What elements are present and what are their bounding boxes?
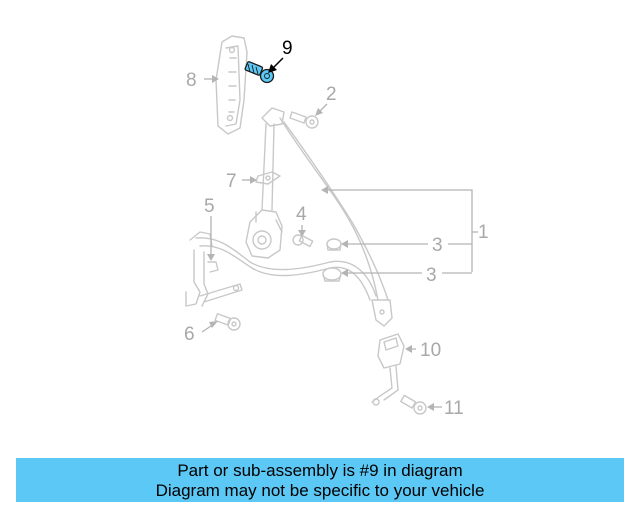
callout-3-lower: 3	[341, 265, 472, 286]
callout-4: 4	[296, 204, 307, 237]
callout-9[interactable]: 9	[268, 38, 293, 73]
callout-11: 11	[427, 398, 464, 419]
part-5-lower-anchor	[185, 231, 243, 307]
callout-3-upper-label: 3	[432, 235, 443, 256]
callout-6: 6	[184, 321, 218, 345]
part-2-bolt	[289, 111, 319, 129]
callout-2-label: 2	[326, 84, 337, 105]
callout-7-label: 7	[226, 171, 237, 192]
callout-8: 8	[186, 70, 219, 91]
part-8-height-adjuster	[215, 35, 248, 135]
callout-1: 1	[321, 186, 489, 272]
part-9-bolt	[244, 61, 275, 84]
callout-5: 5	[204, 196, 215, 261]
part-info-banner: Part or sub-assembly is #9 in diagram Di…	[16, 458, 624, 502]
callout-11-label: 11	[444, 398, 464, 419]
callout-2: 2	[315, 84, 337, 116]
callout-10-label: 10	[420, 340, 441, 361]
callout-8-label: 8	[186, 70, 197, 91]
part-3-cover-upper	[326, 238, 342, 251]
callout-6-label: 6	[184, 324, 195, 345]
part-11-bolt	[400, 394, 427, 415]
callout-5-label: 5	[204, 196, 215, 217]
part-1-seat-belt-assembly	[195, 107, 393, 327]
part-10-buckle	[371, 333, 405, 406]
callout-3-upper: 3	[341, 235, 472, 256]
banner-line-part-reference: Part or sub-assembly is #9 in diagram	[177, 461, 463, 480]
callout-9-label: 9	[282, 38, 293, 59]
callout-4-label: 4	[296, 204, 307, 225]
callout-7: 7	[226, 171, 257, 192]
part-7-anchor	[255, 171, 281, 185]
callout-10: 10	[405, 340, 441, 361]
part-3-cover-lower	[322, 267, 342, 282]
part-6-bolt	[214, 313, 241, 331]
callout-1-label: 1	[478, 222, 489, 243]
callout-3-lower-label: 3	[426, 265, 437, 286]
seat-belt-exploded-diagram: 8 9 2	[184, 35, 489, 419]
part-4-bolt	[292, 234, 314, 248]
banner-line-disclaimer: Diagram may not be specific to your vehi…	[155, 481, 485, 500]
